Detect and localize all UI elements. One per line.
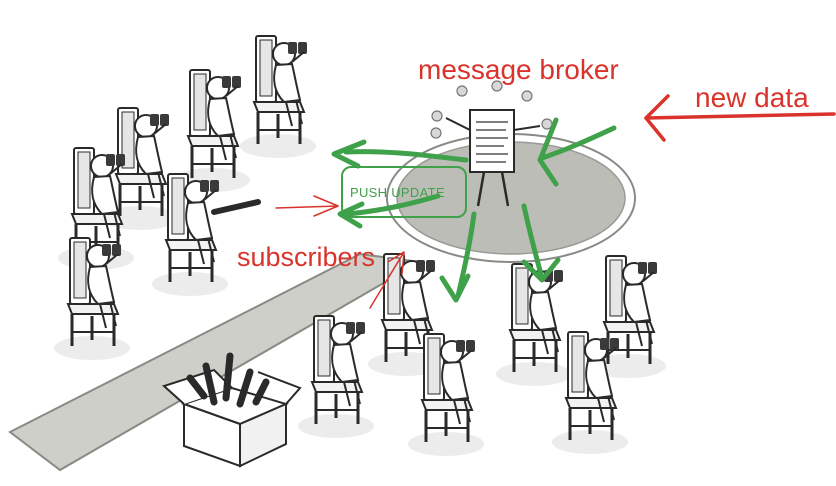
telescope-icon (211, 199, 261, 215)
seated-person-with-binoculars-icon (508, 262, 565, 374)
seated-person-with-binoculars-icon (66, 236, 123, 348)
seated-person-with-binoculars-icon (252, 34, 309, 146)
push-update-label: PUSH UPDATE (350, 185, 445, 200)
seated-person-with-binoculars-icon (310, 314, 367, 426)
push-update-box (341, 166, 467, 218)
paper-robot-icon (430, 80, 553, 207)
message-broker-label: message broker (418, 54, 619, 85)
box-of-binoculars-icon (162, 352, 302, 468)
subscribers-arrow-push (275, 205, 339, 209)
seated-person-with-binoculars-icon (420, 332, 477, 444)
seated-person-with-binoculars-icon (164, 172, 221, 284)
new-data-arrow (644, 112, 836, 120)
seated-person-with-binoculars-icon (186, 68, 243, 180)
push-arrows (331, 117, 617, 303)
subscribers-label: subscribers (237, 242, 376, 272)
new-data-label: new data (695, 82, 809, 113)
seated-person-with-binoculars-icon (564, 330, 621, 442)
subscribers-arrow-down (369, 251, 405, 309)
annotation-arrows (275, 94, 836, 309)
